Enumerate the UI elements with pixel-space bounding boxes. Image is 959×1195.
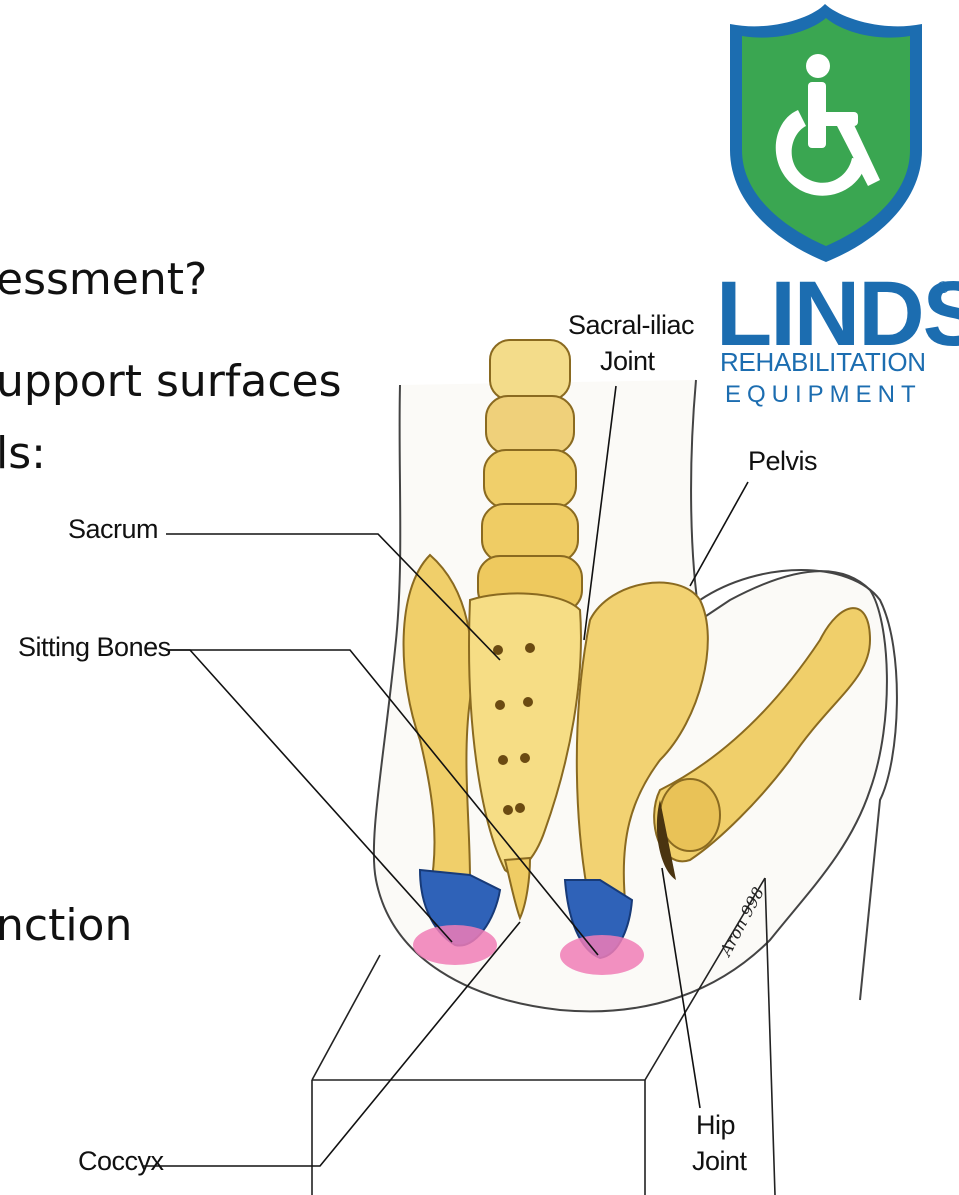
- logo-tagline-2: EQUIPMENT: [725, 381, 922, 409]
- label-sacral-iliac-line2: Joint: [600, 346, 655, 377]
- label-sacral-iliac-line1: Sacral-iliac: [568, 310, 694, 341]
- linds-logo-shield: [730, 4, 922, 262]
- label-coccyx: Coccyx: [78, 1146, 164, 1177]
- registered-mark: ®: [937, 278, 950, 298]
- label-hip-joint-line2: Joint: [692, 1146, 747, 1177]
- logo-tagline-1: REHABILITATION: [720, 347, 926, 378]
- label-sitting-bones: Sitting Bones: [18, 632, 171, 663]
- left-pressure-area: [413, 925, 497, 965]
- right-pressure-area: [560, 935, 644, 975]
- label-hip-joint-line1: Hip: [696, 1110, 735, 1141]
- label-sacrum: Sacrum: [68, 514, 158, 545]
- label-pelvis: Pelvis: [748, 446, 817, 477]
- lumbar-spine: [478, 340, 582, 612]
- leader-pelvis: [690, 482, 748, 586]
- femoral-head: [660, 779, 720, 851]
